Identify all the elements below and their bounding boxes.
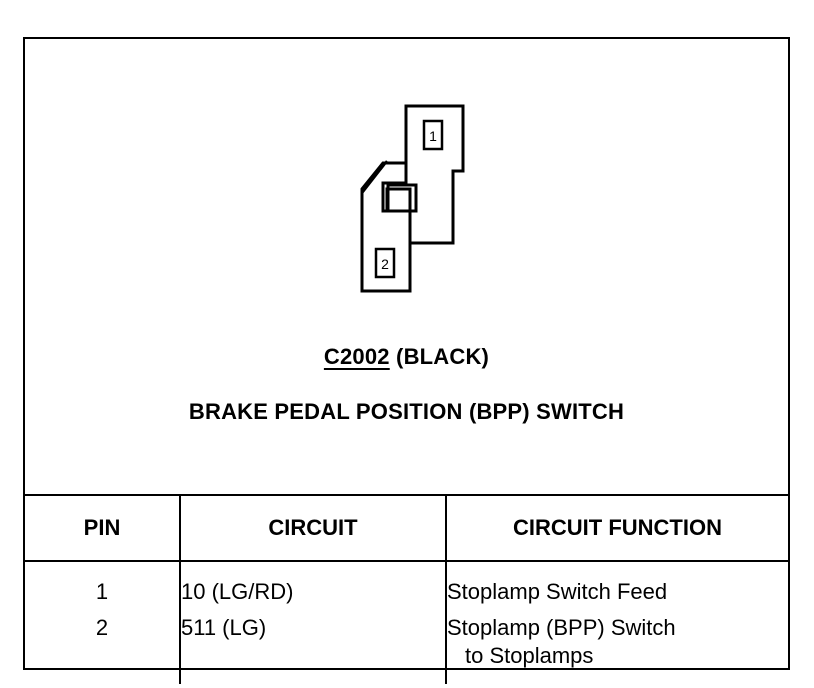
connector-color: (BLACK) — [396, 344, 490, 369]
function-2-line-2: to Stoplamps — [465, 643, 594, 668]
connector-face-drawing: 1 2 — [360, 104, 465, 293]
pin-table: PIN CIRCUIT CIRCUIT FUNCTION 1 2 10 (LG/… — [25, 494, 788, 684]
function-2-line-1: Stoplamp (BPP) Switch — [447, 615, 676, 640]
table-header-row: PIN CIRCUIT CIRCUIT FUNCTION — [25, 494, 788, 562]
connector-diagram-area: 1 2 C2002 (BLACK) BRAKE PEDAL POSITION (… — [25, 39, 788, 494]
pin-1: 1 — [95, 579, 109, 604]
pin-2: 2 — [95, 615, 109, 640]
pin-column: 1 2 — [25, 561, 180, 684]
cavity-1-label: 1 — [429, 128, 437, 144]
circuit-2: 511 (LG) — [181, 615, 267, 640]
header-circuit-function: CIRCUIT FUNCTION — [445, 494, 788, 562]
chamfer-line — [361, 160, 388, 194]
component-name: BRAKE PEDAL POSITION (BPP) SWITCH — [188, 399, 625, 424]
center-lock-block — [386, 183, 418, 213]
circuit-column: 10 (LG/RD) 511 (LG) — [179, 561, 446, 684]
circuit-1: 10 (LG/RD) — [181, 579, 294, 604]
lower-housing-outline — [360, 161, 412, 293]
connector-id-line: C2002 (BLACK) — [25, 344, 788, 370]
function-column: Stoplamp Switch Feed Stoplamp (BPP) Swit… — [445, 561, 788, 684]
cavity-1-outline — [422, 119, 444, 151]
header-circuit: CIRCUIT — [179, 494, 446, 562]
header-pin: PIN — [25, 494, 180, 562]
function-1: Stoplamp Switch Feed — [447, 579, 668, 604]
cavity-2-label: 2 — [381, 256, 389, 272]
table-row: 1 2 10 (LG/RD) 511 (LG) Stoplamp Switch … — [25, 561, 788, 684]
connector-frame: 1 2 C2002 (BLACK) BRAKE PEDAL POSITION (… — [23, 37, 790, 684]
connector-id: C2002 — [323, 344, 390, 369]
cavity-2-outline — [374, 247, 396, 279]
function-2: Stoplamp (BPP) Switch to Stoplamps — [447, 610, 788, 670]
